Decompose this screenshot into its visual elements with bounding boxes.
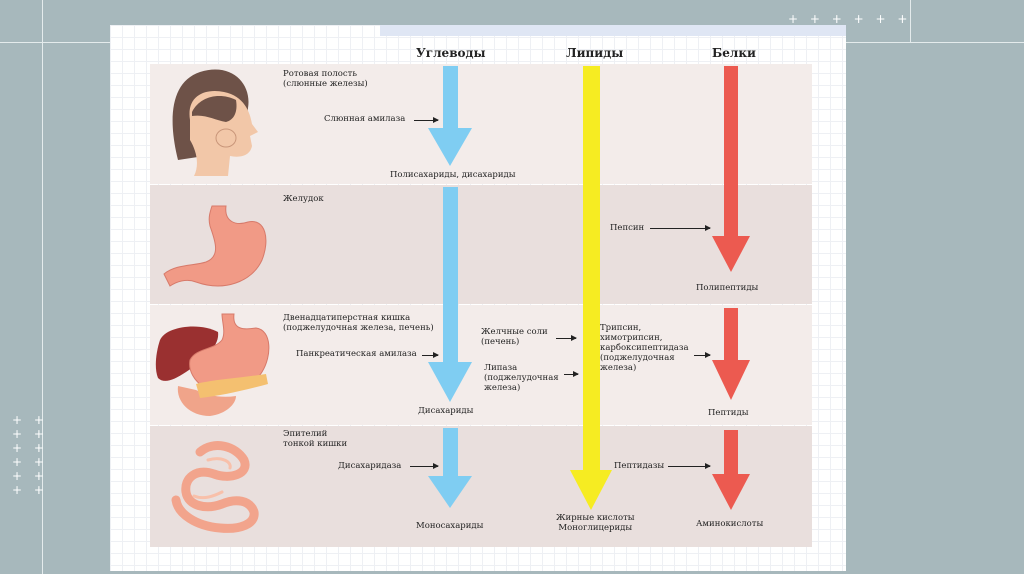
intestine-illustration xyxy=(171,441,259,533)
column-heading-carbs: Углеводы xyxy=(416,46,486,60)
product-label-peptides: Пептиды xyxy=(708,408,749,418)
row-band-intestine xyxy=(150,426,812,547)
frame-line-right xyxy=(910,0,911,42)
organ-label-intestine-epithelium: Эпителий тонкой кишки xyxy=(283,429,348,449)
enzyme-label-disaccharidase: Дисахаридаза xyxy=(338,461,402,471)
enzyme-label-pepsin: Пепсин xyxy=(610,223,645,233)
liver-stomach-illustration xyxy=(155,313,270,416)
product-label-fatty-acids: Жирные кислоты Моноглицериды xyxy=(556,513,635,533)
carbs-arrows xyxy=(428,66,472,508)
enzyme-label-bile-salts: Желчные соли (печень) xyxy=(481,327,548,347)
row-band-mouth xyxy=(150,64,812,184)
product-label-monosaccharides: Моносахариды xyxy=(416,521,484,531)
column-heading-lipids: Липиды xyxy=(566,46,624,60)
organ-label-mouth: Ротовая полость (слюнные железы) xyxy=(283,69,368,89)
plus-decor-left: + + + + + + + + + + + + xyxy=(12,413,48,497)
enzyme-label-peptidases: Пептидазы xyxy=(614,461,665,471)
enzyme-label-trypsin-group: Трипсин, химотрипсин, карбоксипептидаза … xyxy=(600,323,689,373)
arrow-disaccharidase xyxy=(410,463,439,469)
product-label-polysaccharides: Полисахариды, дисахариды xyxy=(390,170,516,180)
arrow-pepsin xyxy=(650,225,711,231)
head-illustration xyxy=(172,69,258,176)
enzyme-label-lipase: Липаза (поджелудочная железа) xyxy=(484,363,559,393)
column-heading-proteins: Белки xyxy=(712,46,756,60)
product-label-disaccharides: Дисахариды xyxy=(418,406,474,416)
plus-decor-top: + + + + + + xyxy=(788,12,912,26)
proteins-arrow-duodenum xyxy=(712,308,750,400)
proteins-arrows xyxy=(712,66,750,510)
product-label-polypeptides: Полипептиды xyxy=(696,283,759,293)
enzyme-label-salivary-amylase: Слюнная амилаза xyxy=(324,114,406,124)
lipids-arrow xyxy=(570,66,612,510)
carbs-arrow-duodenum xyxy=(428,187,472,402)
slide-top-strip xyxy=(380,25,846,36)
arrow-lipase xyxy=(564,371,579,377)
arrow-peptidases xyxy=(668,463,711,469)
arrow-bile-salts xyxy=(556,335,577,341)
enzyme-label-pancreatic-amylase: Панкреатическая амилаза xyxy=(296,349,417,359)
stomach-illustration xyxy=(163,205,267,287)
carbs-arrow-intestine xyxy=(428,428,472,508)
product-label-amino-acids: Аминокислоты xyxy=(696,519,764,529)
arrow-pancreatic-amylase xyxy=(422,352,439,358)
proteins-arrow-stomach xyxy=(712,66,750,272)
proteins-arrow-intestine xyxy=(712,430,750,510)
organ-label-duodenum: Двенадцатиперстная кишка (поджелудочная … xyxy=(283,313,434,333)
frame-line-left xyxy=(42,0,43,574)
arrow-salivary-amylase xyxy=(414,117,439,123)
carbs-arrow-mouth xyxy=(428,66,472,166)
organ-label-stomach: Желудок xyxy=(283,194,324,204)
arrow-trypsin-group xyxy=(694,352,711,358)
